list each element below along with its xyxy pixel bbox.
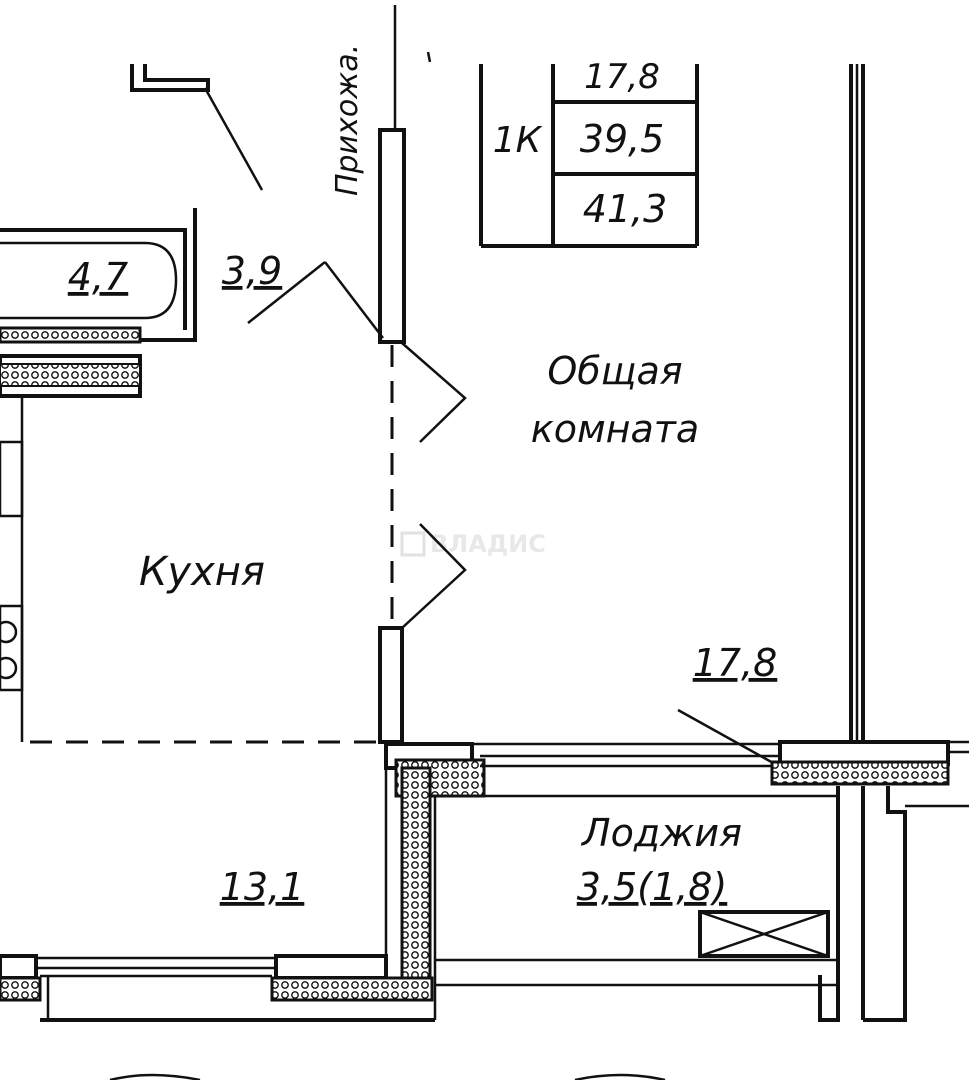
door-swing <box>247 261 326 324</box>
door-swing <box>324 261 384 339</box>
kitchen-label: Кухня <box>139 549 265 595</box>
total-area-value: 41,3 <box>583 187 668 231</box>
watermark-icon <box>400 531 426 557</box>
area-table <box>479 64 699 248</box>
wall-fragment <box>130 64 210 92</box>
living-room-area: 17,8 <box>693 641 778 685</box>
dimension-fragment <box>574 1073 666 1080</box>
burner-icon <box>0 656 18 680</box>
loggia-label: Лоджия <box>580 811 742 855</box>
door-swing <box>401 342 467 443</box>
burner-icon <box>0 620 18 644</box>
partition-wall <box>378 626 404 744</box>
hall-label: Прихожа. <box>330 44 365 196</box>
hall-area: 3,9 <box>222 249 282 293</box>
living-room-label-2: комната <box>531 407 699 451</box>
door-swing <box>401 523 467 629</box>
bathroom-area: 4,7 <box>68 255 128 299</box>
bathtub <box>0 241 178 320</box>
living-area-value: 39,5 <box>580 117 665 161</box>
partition-wall <box>378 128 406 344</box>
living-room-label-1: Общая <box>547 349 682 393</box>
kitchen-bottom-wall <box>0 954 435 1022</box>
tick-mark <box>426 51 432 63</box>
table-top-value: 17,8 <box>584 57 660 97</box>
door-swing <box>203 87 264 191</box>
watermark: ВЛАДИС <box>430 530 546 558</box>
kitchen-area: 13,1 <box>220 865 305 909</box>
loggia <box>384 740 969 1022</box>
dimension-fragment <box>109 1073 201 1080</box>
stove <box>0 604 24 692</box>
apartment-type: 1К <box>493 120 543 161</box>
bathroom <box>0 208 197 398</box>
loggia-area: 3,5(1,8) <box>577 865 728 909</box>
appliance <box>0 440 24 518</box>
